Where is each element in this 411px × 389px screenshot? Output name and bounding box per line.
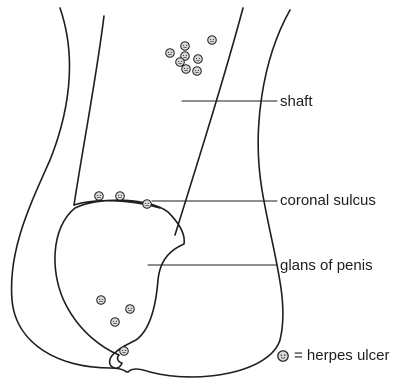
right-outer-contour (128, 10, 290, 377)
legend-text: = herpes ulcer (294, 347, 389, 364)
legend: = herpes ulcer (276, 347, 389, 364)
herpes-ulcer-icon (276, 349, 290, 363)
left-outer-contour (12, 8, 127, 372)
ulcer-cluster-shaft (166, 36, 217, 76)
glans-outline (55, 200, 184, 368)
label-glans-of-penis: glans of penis (280, 258, 373, 273)
label-coronal-sulcus: coronal sulcus (280, 193, 376, 208)
label-shaft: shaft (280, 94, 313, 109)
shaft-left-edge (74, 16, 104, 205)
